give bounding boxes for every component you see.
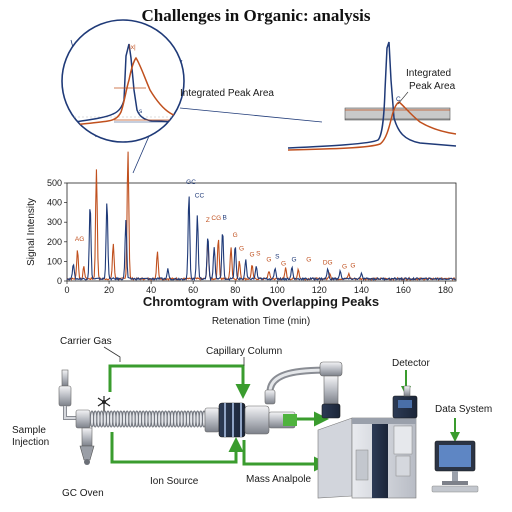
label-sample-injection-2: Injection xyxy=(12,437,49,448)
peak-label: B xyxy=(223,214,227,221)
x-tick-label: 100 xyxy=(270,285,285,295)
label-gc-oven: GC Oven xyxy=(62,488,104,499)
peak-label: G xyxy=(350,262,355,269)
ion-source-unit xyxy=(204,402,297,438)
peak-label: G xyxy=(239,246,244,253)
inset-blue-trace xyxy=(62,43,184,125)
valve-icon xyxy=(97,396,111,412)
peak-label: AG xyxy=(75,236,84,243)
peak-label: G xyxy=(266,256,271,263)
flow-arrow-ion-source xyxy=(110,432,244,464)
right-orange-trace xyxy=(287,101,457,151)
inset-orange-trace xyxy=(62,56,184,127)
peak-label: G xyxy=(233,232,238,239)
detector-housing xyxy=(392,385,418,419)
detector-tower xyxy=(319,361,343,419)
peak-label: G xyxy=(250,252,255,259)
inset-label-line2: Peak Area xyxy=(409,81,456,92)
peak-label: GC xyxy=(186,179,196,186)
right-peak-mark: C xyxy=(396,96,401,103)
inset-small-mark: s xyxy=(139,108,143,115)
y-tick-label: 400 xyxy=(47,198,62,208)
x-tick-label: 140 xyxy=(354,285,369,295)
data-system-computer xyxy=(431,440,479,493)
carrier-gas-pointer xyxy=(103,346,121,362)
label-mass-analyzer: Mass Analpole xyxy=(246,474,311,485)
inset-peak-mark: |x| xyxy=(129,44,136,51)
label-data-system: Data System xyxy=(435,404,492,415)
capillary-coil xyxy=(89,410,211,428)
gc-oven-heater xyxy=(79,427,95,465)
label-capillary-column: Capillary Column xyxy=(206,346,282,357)
series-group xyxy=(66,151,456,282)
flow-arrow-analyzer xyxy=(242,440,329,472)
magnifier-circle xyxy=(61,19,185,143)
x-tick-label: 20 xyxy=(104,285,114,295)
y-tick-label: 300 xyxy=(47,217,62,227)
y-tick-label: 200 xyxy=(47,237,62,247)
label-sample-injection-1: Sample xyxy=(12,425,46,436)
mass-spectrometer-cabinet xyxy=(317,417,417,499)
x-axis: 0 20 40 60 80 100 120 140 160 180 xyxy=(64,281,453,295)
right-inset-chart: C Integrated Peak Area xyxy=(287,41,457,151)
y-tick-label: 100 xyxy=(47,256,62,266)
peak-label: CC xyxy=(195,193,205,200)
peak-label: Z xyxy=(206,217,210,224)
right-blue-trace xyxy=(287,41,457,149)
label-detector: Detector xyxy=(392,358,430,369)
peak-label: S xyxy=(275,253,280,260)
x-tick-label: 160 xyxy=(396,285,411,295)
syringe xyxy=(58,369,91,429)
x-tick-label: 0 xyxy=(64,285,69,295)
y-axis-label: Signal Intensity xyxy=(26,198,37,266)
y-tick-label: 0 xyxy=(57,276,62,286)
chart-title: Chromtogram with Overlapping Peaks xyxy=(143,294,379,309)
peak-label: G xyxy=(342,263,347,270)
x-tick-label: 80 xyxy=(230,285,240,295)
chart-frame xyxy=(66,182,457,282)
instrument-diagram: Carrier Gas Capillary Column Detector Da… xyxy=(12,336,492,499)
peak-label: CG xyxy=(211,215,221,222)
callout-label: Integrated Peak Area xyxy=(180,88,274,99)
inset-label-line1: Integrated xyxy=(406,68,451,79)
x-axis-label: Retenation Time (min) xyxy=(212,316,310,327)
integration-band xyxy=(344,107,451,121)
x-tick-label: 40 xyxy=(146,285,156,295)
peak-label: S xyxy=(256,251,261,258)
peak-label: DG xyxy=(323,259,333,266)
chromatogram-chart: 0 100 200 300 400 500 0 20 40 60 80 100 120 140 160 18… xyxy=(26,151,457,327)
x-tick-label: 60 xyxy=(188,285,198,295)
callout-pointer xyxy=(179,107,323,123)
series-line xyxy=(66,196,456,282)
peak-label: G xyxy=(281,260,286,267)
inset-label-pointer xyxy=(397,91,409,105)
flow-arrow-carrier xyxy=(108,364,251,399)
label-ion-source: Ion Source xyxy=(150,476,199,487)
label-carrier-gas: Carrier Gas xyxy=(60,336,112,347)
x-tick-label: 180 xyxy=(438,285,453,295)
page-title: Challenges in Organic: analysis xyxy=(141,6,371,25)
series-line xyxy=(66,151,456,281)
peak-label: G xyxy=(306,256,311,263)
zoom-region: |x| s Integrated Peak Area xyxy=(61,19,323,174)
x-tick-label: 120 xyxy=(312,285,327,295)
y-axis: 0 100 200 300 400 500 xyxy=(47,178,67,286)
y-tick-label: 500 xyxy=(47,178,62,188)
peak-label: G xyxy=(292,256,297,263)
